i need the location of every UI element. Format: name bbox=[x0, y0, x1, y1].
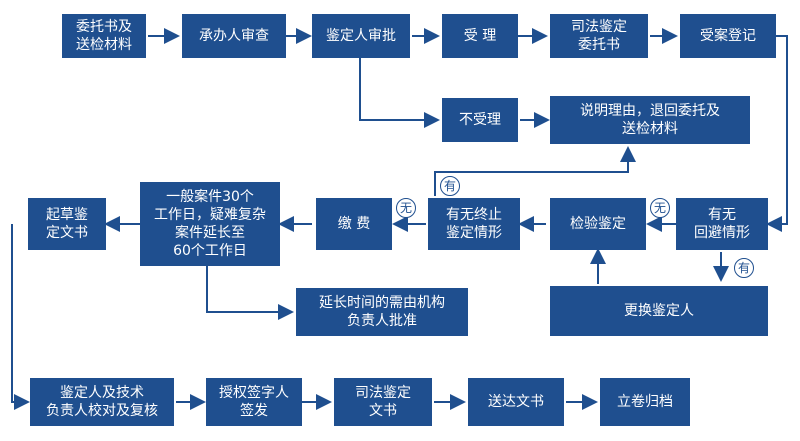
node-judicial-document: 司法鉴定 文书 bbox=[334, 378, 432, 426]
node-replace-appraiser: 更换鉴定人 bbox=[550, 286, 768, 336]
node-explain-return: 说明理由，退回委托及 送检材料 bbox=[550, 96, 750, 144]
badge-yes-termination: 有 bbox=[440, 176, 460, 196]
arrow-n13-n15 bbox=[206, 266, 294, 320]
node-deliver-document: 送达文书 bbox=[468, 378, 564, 426]
badge-no-avoidance: 无 bbox=[650, 198, 670, 218]
node-inspection: 检验鉴定 bbox=[550, 198, 646, 250]
node-termination-check: 有无终止 鉴定情形 bbox=[428, 198, 520, 250]
arrow-n11-n8 bbox=[434, 146, 636, 196]
node-commission-materials: 委托书及 送检材料 bbox=[62, 14, 146, 58]
node-authorized-signoff: 授权签字人 签发 bbox=[206, 378, 302, 426]
node-proofread-review: 鉴定人及技术 负责人校对及复核 bbox=[30, 378, 174, 426]
node-archive: 立卷归档 bbox=[600, 378, 690, 426]
node-case-registration: 受案登记 bbox=[680, 14, 776, 58]
node-not-accepted: 不受理 bbox=[442, 98, 518, 142]
node-payment: 缴 费 bbox=[316, 198, 392, 250]
badge-yes-avoidance: 有 bbox=[734, 258, 754, 278]
node-accept: 受 理 bbox=[442, 14, 518, 58]
node-working-days: 一般案件30个 工作日，疑难复杂 案件延长至 60个工作日 bbox=[140, 182, 280, 266]
arrow-n6-n9 bbox=[766, 35, 788, 232]
arrow-n14-n17 bbox=[11, 224, 30, 410]
node-extension-approval: 延长时间的需由机构 负责人批准 bbox=[296, 288, 468, 336]
node-draft-document: 起草鉴 定文书 bbox=[28, 198, 106, 250]
badge-no-termination: 无 bbox=[396, 198, 416, 218]
node-avoidance-check: 有无 回避情形 bbox=[676, 198, 768, 250]
arrow-n3-n7 bbox=[359, 54, 440, 128]
node-handler-review: 承办人审查 bbox=[182, 14, 286, 58]
node-appraiser-approval: 鉴定人审批 bbox=[312, 14, 410, 58]
node-judicial-commission: 司法鉴定 委托书 bbox=[550, 14, 648, 58]
